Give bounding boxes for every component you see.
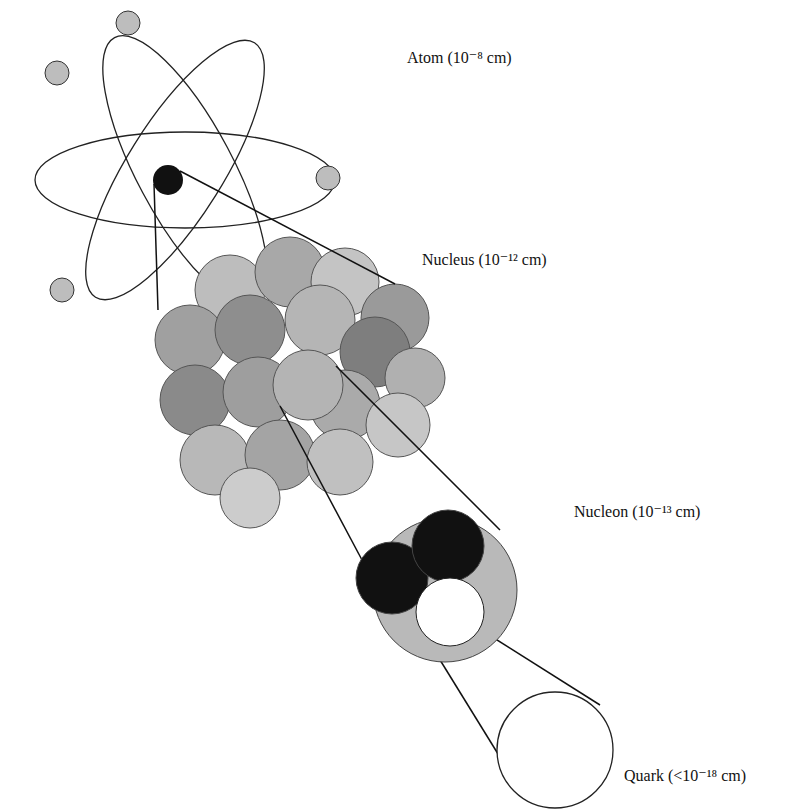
nucleon-ball bbox=[366, 393, 430, 457]
atom-nucleus-dot bbox=[153, 165, 183, 195]
electron bbox=[50, 278, 74, 302]
electron bbox=[45, 61, 69, 85]
scale-label: Quark (<10⁻¹⁸ cm) bbox=[622, 766, 748, 785]
scale-label: Atom (10⁻⁸ cm) bbox=[405, 48, 514, 67]
electron bbox=[316, 166, 340, 190]
zoom-line bbox=[336, 366, 500, 530]
zoom-line bbox=[154, 184, 158, 310]
scale-label: Nucleus (10⁻¹² cm) bbox=[420, 250, 549, 269]
nucleon-ball bbox=[273, 350, 343, 420]
zoom-line bbox=[180, 171, 395, 284]
zoom-cones bbox=[154, 171, 600, 762]
nucleon bbox=[356, 510, 517, 662]
quark-ball bbox=[416, 578, 484, 646]
quark-ball bbox=[412, 510, 484, 582]
nucleus-cluster bbox=[155, 237, 445, 528]
electron-orbits bbox=[35, 15, 335, 325]
zoom-line bbox=[280, 406, 362, 560]
nucleon-ball bbox=[220, 468, 280, 528]
scale-label: Nucleon (10⁻¹³ cm) bbox=[572, 502, 702, 521]
nucleon-ball bbox=[160, 365, 230, 435]
nucleon-ball bbox=[307, 429, 373, 495]
nucleon-ball bbox=[215, 295, 285, 365]
quark-ball bbox=[497, 692, 613, 808]
orbit bbox=[35, 132, 335, 228]
electron bbox=[116, 11, 140, 35]
nucleon-ball bbox=[155, 305, 225, 375]
